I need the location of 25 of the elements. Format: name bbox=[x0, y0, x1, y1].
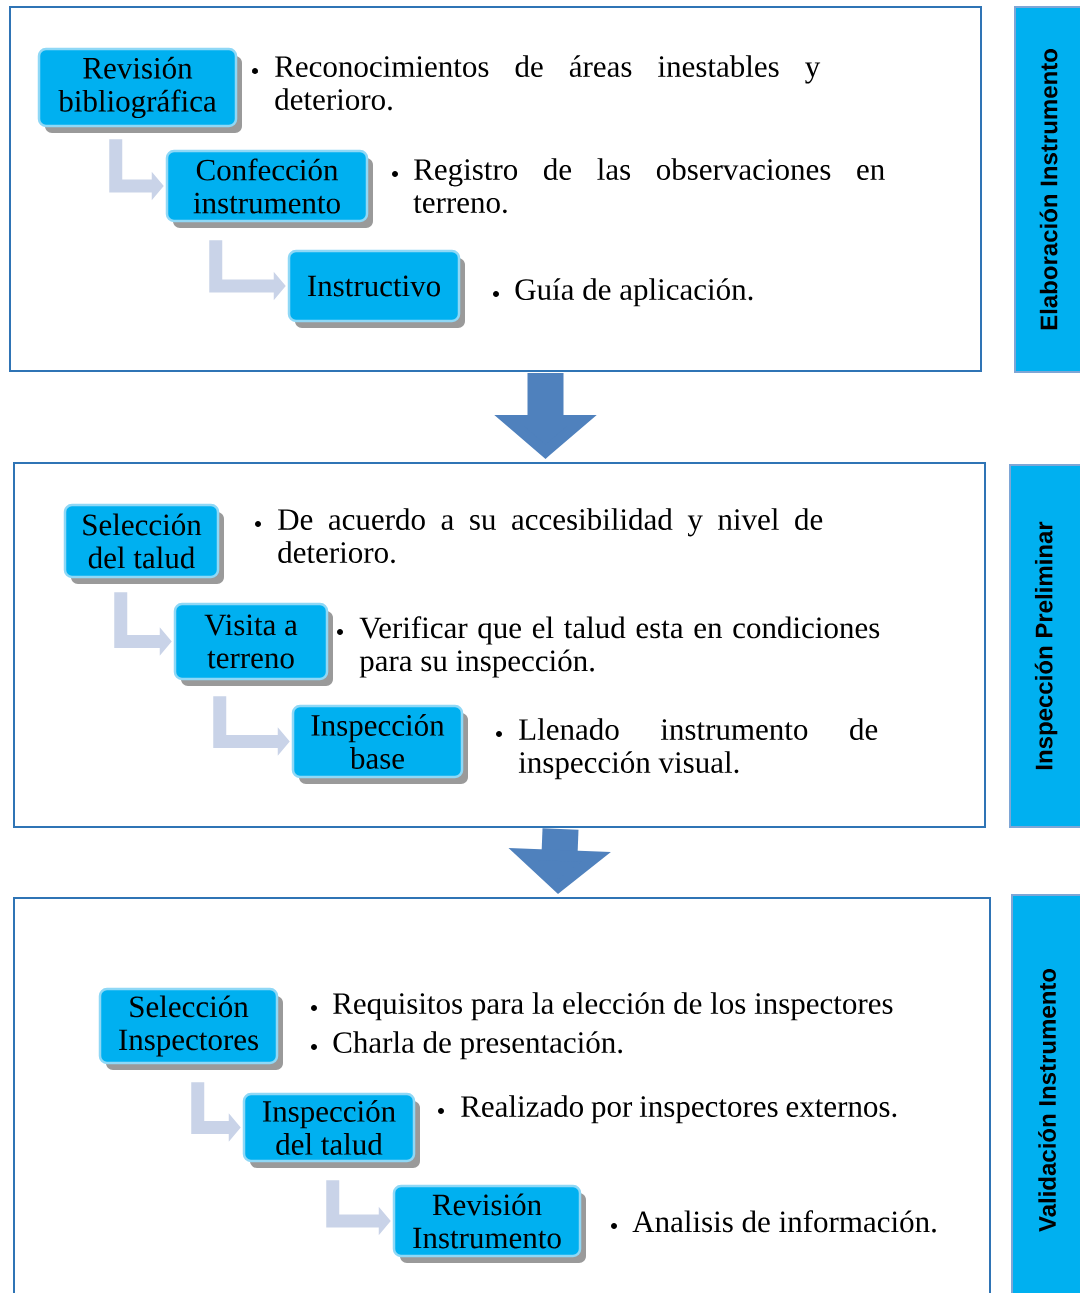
bullet-text: Analisis de información. bbox=[632, 1210, 936, 1233]
bullet-text: Llenado instrumento de inspección visual. bbox=[518, 718, 878, 780]
panel-frame bbox=[13, 897, 991, 1293]
process-box: Revisión Instrumento bbox=[392, 1184, 586, 1263]
side-band: Inspección Preliminar bbox=[1009, 464, 1080, 828]
side-band: Elaboración Instrumento bbox=[1014, 6, 1080, 373]
panel-frame bbox=[9, 6, 982, 372]
panel-frame bbox=[13, 462, 986, 828]
bullet-text: Realizado por inspectores externos. bbox=[461, 1095, 897, 1124]
process-box: Visita a terreno bbox=[173, 602, 333, 686]
process-box: Inspección base bbox=[291, 704, 468, 784]
process-box: Selección Inspectores bbox=[98, 987, 283, 1070]
process-box: Inspección del talud bbox=[242, 1092, 420, 1168]
bullet-text: Charla de presentación. bbox=[333, 1031, 622, 1060]
bullet-text: Requisitos para la elección de los inspectores bbox=[333, 992, 893, 1021]
bullet-text: Reconocimientos de áreas inestables y deterioro. bbox=[275, 55, 821, 111]
process-box: Instructivo bbox=[287, 249, 465, 328]
side-band: Validación Instrumento bbox=[1011, 894, 1080, 1293]
process-box: Selección del talud bbox=[63, 503, 224, 584]
bullet-text: Registro de las observaciones en terreno. bbox=[413, 158, 885, 214]
bullet-text: Verificar que el talud esta en condiciones para su inspección. bbox=[359, 616, 880, 678]
bullet-text: De acuerdo a su accesibilidad y nivel de deterioro. bbox=[278, 508, 823, 564]
bullet-text: Guía de aplicación. bbox=[515, 278, 753, 307]
process-box: Revisión bibliográfica bbox=[37, 47, 242, 133]
process-box: Confección instrumento bbox=[165, 149, 373, 228]
